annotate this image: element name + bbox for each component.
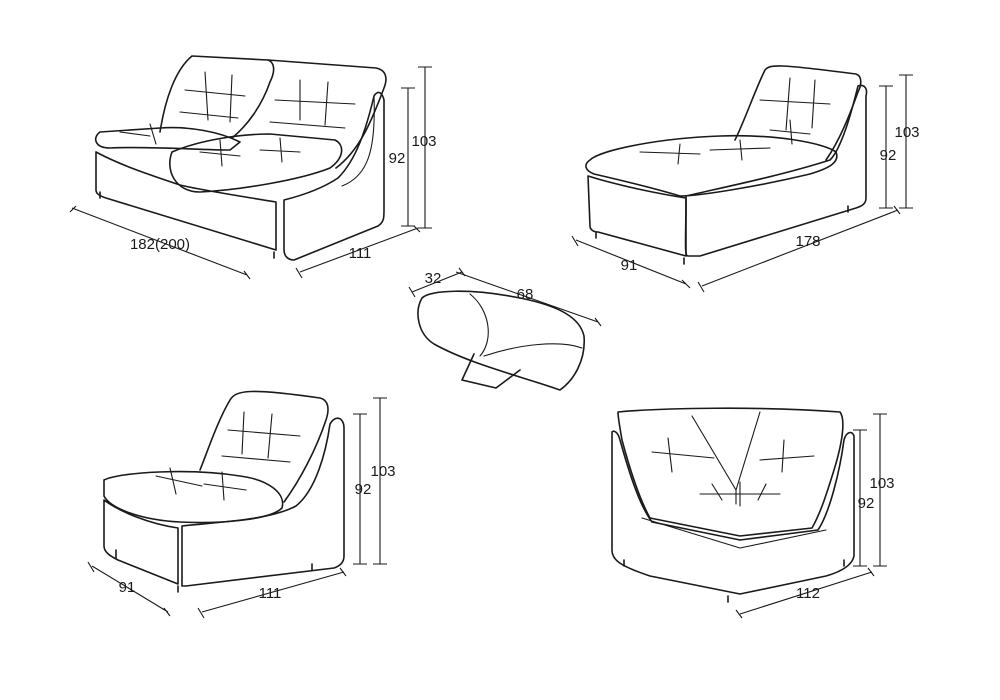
loveseat-base <box>95 151 277 251</box>
chair-seat-cushion <box>103 470 284 524</box>
chair-total-height-dim-line <box>373 397 387 565</box>
loveseat-side-seam <box>341 95 375 187</box>
chair-tufting <box>155 411 301 501</box>
corner-seat-height-label: 92 <box>858 495 875 512</box>
chaise-back-cushion <box>734 65 862 161</box>
loveseat-feet <box>99 191 275 259</box>
chaise-feet <box>595 205 849 265</box>
loveseat-tufting <box>119 71 356 167</box>
loveseat-seat-cushion-right <box>169 133 343 193</box>
chaise-total-height-dim-line <box>899 74 913 209</box>
chair-depth-label: 111 <box>259 585 282 602</box>
chair-back-cushion <box>199 390 329 503</box>
corner-seat-height-dim-line <box>853 429 867 567</box>
chaise-total-height-label: 103 <box>894 124 919 141</box>
armless-chair-drawing: 91 111 92 103 <box>87 390 396 619</box>
corner-tufting <box>651 437 815 507</box>
chair-seat-height-label: 92 <box>355 481 372 498</box>
loveseat-depth-label: 111 <box>349 245 372 262</box>
chaise-seat-cushion <box>585 134 838 197</box>
loveseat-width-label: 182(200) <box>130 236 190 253</box>
corner-width-label: 112 <box>796 585 820 602</box>
corner-back-cushion <box>617 407 844 537</box>
chair-feet <box>115 549 313 593</box>
loveseat-total-height-dim-line <box>418 66 432 229</box>
ottoman-length-dim-line <box>455 271 602 327</box>
chaise-base <box>587 175 687 257</box>
corner-seat-drawing: 112 92 103 <box>611 407 895 619</box>
chair-total-height-label: 103 <box>370 463 395 480</box>
chaise-seat-height-label: 92 <box>880 147 897 164</box>
loveseat-seat-height-dim-line <box>401 87 415 227</box>
chaise-side-panel <box>684 84 868 257</box>
corner-feet <box>623 559 845 603</box>
chaise-width-label: 91 <box>621 257 638 274</box>
chair-width-label: 91 <box>119 579 136 596</box>
chaise-length-dim-line <box>697 205 901 293</box>
chaise-tufting <box>639 77 831 165</box>
ottoman-drawing: 32 68 <box>408 267 602 391</box>
chair-base <box>103 499 179 585</box>
chaise-length-label: 178 <box>795 233 820 250</box>
corner-base <box>611 430 855 595</box>
loveseat-seat-height-label: 92 <box>389 150 406 167</box>
ottoman-length-label: 68 <box>517 286 534 303</box>
chaise-drawing: 91 178 92 103 <box>571 65 920 293</box>
ottoman-width-label: 32 <box>425 270 442 287</box>
corner-total-height-dim-line <box>873 413 887 567</box>
corner-total-height-label: 103 <box>869 475 894 492</box>
chaise-width-dim-line <box>571 235 691 289</box>
chaise-seat-height-dim-line <box>879 85 893 209</box>
loveseat-width-dim-line <box>69 205 251 280</box>
loveseat-back-cushion-right <box>267 59 387 169</box>
ottoman-cushion <box>417 290 585 391</box>
chair-side-panel <box>181 417 345 587</box>
loveseat-seat-cushion-left <box>94 126 241 151</box>
chair-width-dim-line <box>87 561 171 617</box>
corner-width-dim-line <box>735 567 875 619</box>
loveseat-drawing: 182(200) 111 92 103 <box>69 55 437 280</box>
chair-seat-height-dim-line <box>353 413 367 565</box>
loveseat-depth-dim-line <box>295 225 421 279</box>
chair-depth-dim-line <box>197 567 347 619</box>
ottoman-seams <box>469 293 583 357</box>
corner-back-seams <box>691 411 761 505</box>
corner-seat-piping <box>641 517 827 549</box>
loveseat-side-panel <box>283 91 385 261</box>
loveseat-back-cushion-left <box>159 55 275 139</box>
loveseat-total-height-label: 103 <box>411 133 436 150</box>
ottoman-stand <box>461 353 521 389</box>
